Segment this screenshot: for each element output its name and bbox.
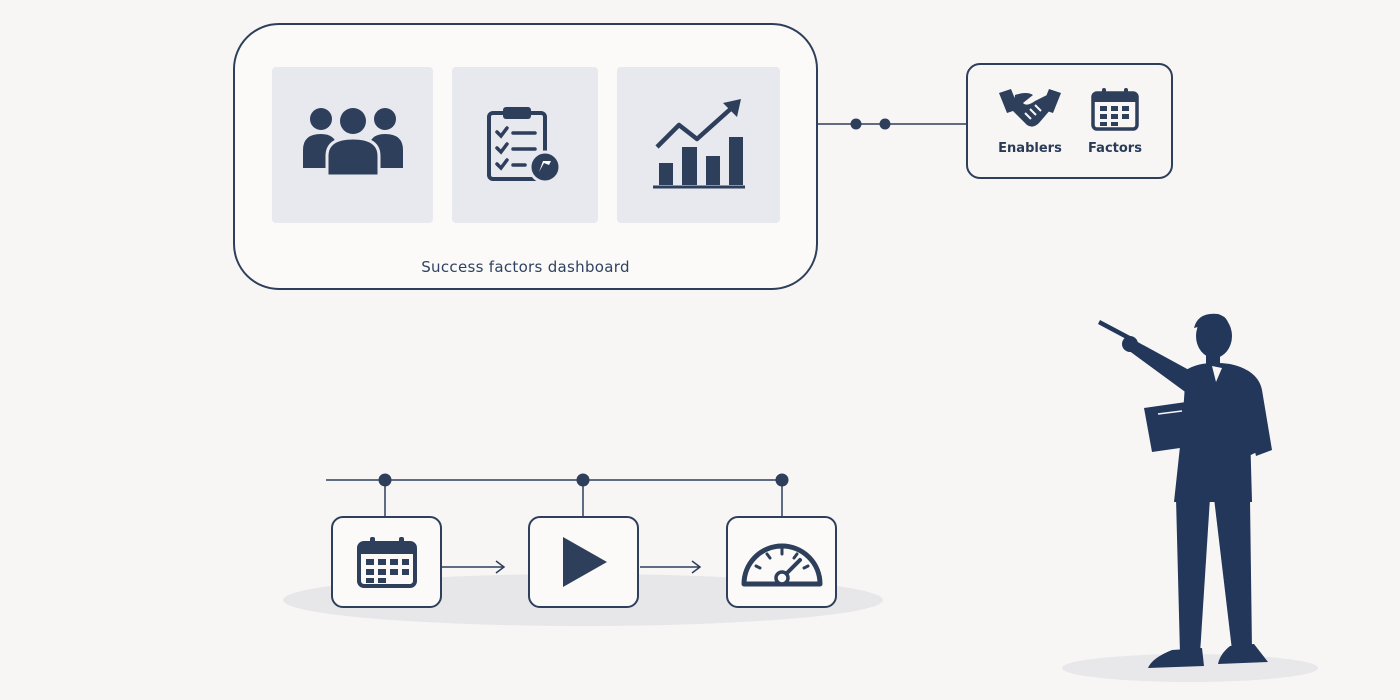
dashboard-tile-team [272,67,433,223]
success-factors-dashboard: Success factors dashboard [233,23,818,290]
speedometer-icon [741,543,822,587]
factors-item: Factors [1080,87,1150,156]
step-start [528,516,639,608]
enablers-label: Enablers [998,141,1062,156]
growth-chart-icon [652,99,745,189]
enablers-item: Enablers [992,87,1068,156]
calendar-icon [1091,88,1139,131]
dashboard-tile-checklist [452,67,598,223]
clipboard-checklist-icon [487,107,562,184]
team-icon [302,108,403,178]
step-measure [726,516,837,608]
calendar-icon [356,537,417,588]
presenter-pointing-icon [1098,313,1272,668]
handshake-icon [999,89,1061,127]
factors-label: Factors [1088,141,1142,156]
enablers-factors-box: Enablers Factors [966,63,1173,179]
play-icon [562,537,607,587]
dashboard-tile-growth [617,67,780,223]
step-schedule [331,516,442,608]
dashboard-title: Success factors dashboard [421,258,630,276]
flow-arrow [442,560,702,574]
